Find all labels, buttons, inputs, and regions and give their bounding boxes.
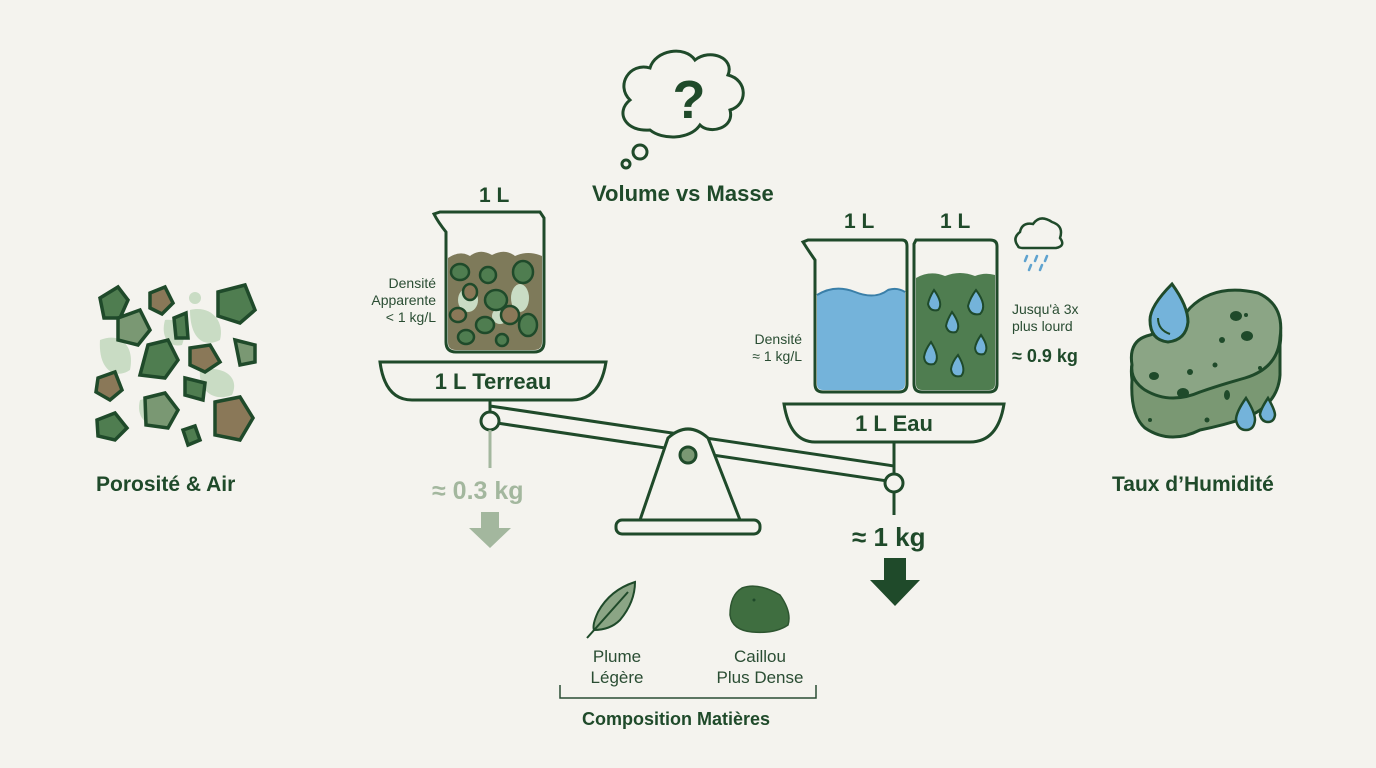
right-weight: ≈ 1 kg <box>852 522 926 552</box>
soil-density-line-1: Densité <box>388 275 436 291</box>
water-density-line-2: ≈ 1 kg/L <box>752 348 802 364</box>
balance-scale <box>378 360 1006 536</box>
question-thought-bubble-icon: ? <box>620 49 745 170</box>
wet-soil-weight: ≈ 0.9 kg <box>1012 346 1078 366</box>
left-weight: ≈ 0.3 kg <box>432 477 524 505</box>
wet-soil-beaker-volume: 1 L <box>940 210 971 233</box>
composition-item-feather: Plume Légère <box>572 646 662 688</box>
water-beaker-icon <box>800 238 909 394</box>
wet-soil-note: Jusqu'à 3x plus lourd <box>1012 301 1079 335</box>
soil-density-line-3: < 1 kg/L <box>385 309 436 325</box>
water-density-note: Densité ≈ 1 kg/L <box>728 331 802 365</box>
feather-label-line-1: Plume <box>592 647 642 666</box>
down-arrow-light-icon <box>469 512 511 548</box>
svg-text:?: ? <box>673 70 706 130</box>
pebble-label-line-1: Caillou <box>734 647 786 666</box>
soil-beaker-volume: 1 L <box>479 184 510 207</box>
water-density-line-1: Densité <box>754 331 802 347</box>
pebble-icon <box>729 585 790 634</box>
porous-soil-aggregates-icon <box>94 282 258 448</box>
composition-title: Composition Matières <box>582 709 771 729</box>
soil-beaker-icon <box>431 210 546 354</box>
page-title: Volume vs Masse <box>592 181 774 206</box>
wet-sponge-icon <box>1129 281 1283 439</box>
feather-icon <box>586 580 637 639</box>
soil-density-note: Densité Apparente < 1 kg/L <box>340 275 436 326</box>
pebble-label-line-2: Plus Dense <box>716 668 804 687</box>
right-pan-label: 1 L Eau <box>855 411 933 436</box>
composition-item-pebble: Caillou Plus Dense <box>705 646 815 688</box>
wet-soil-note-line-2: plus lourd <box>1012 318 1073 334</box>
down-arrow-dark-icon <box>870 558 920 606</box>
left-pan-label: 1 L Terreau <box>434 369 552 394</box>
wet-soil-note-line-1: Jusqu'à 3x <box>1012 301 1079 317</box>
feather-label-line-2: Légère <box>590 668 644 687</box>
water-beaker-volume: 1 L <box>844 210 875 233</box>
porosity-label: Porosité & Air <box>96 473 236 496</box>
composition-bracket <box>559 685 817 699</box>
humidity-label: Taux d’Humidité <box>1112 473 1274 496</box>
wet-soil-beaker-icon <box>912 238 999 394</box>
soil-density-line-2: Apparente <box>371 292 436 308</box>
rain-cloud-icon <box>1014 217 1064 272</box>
